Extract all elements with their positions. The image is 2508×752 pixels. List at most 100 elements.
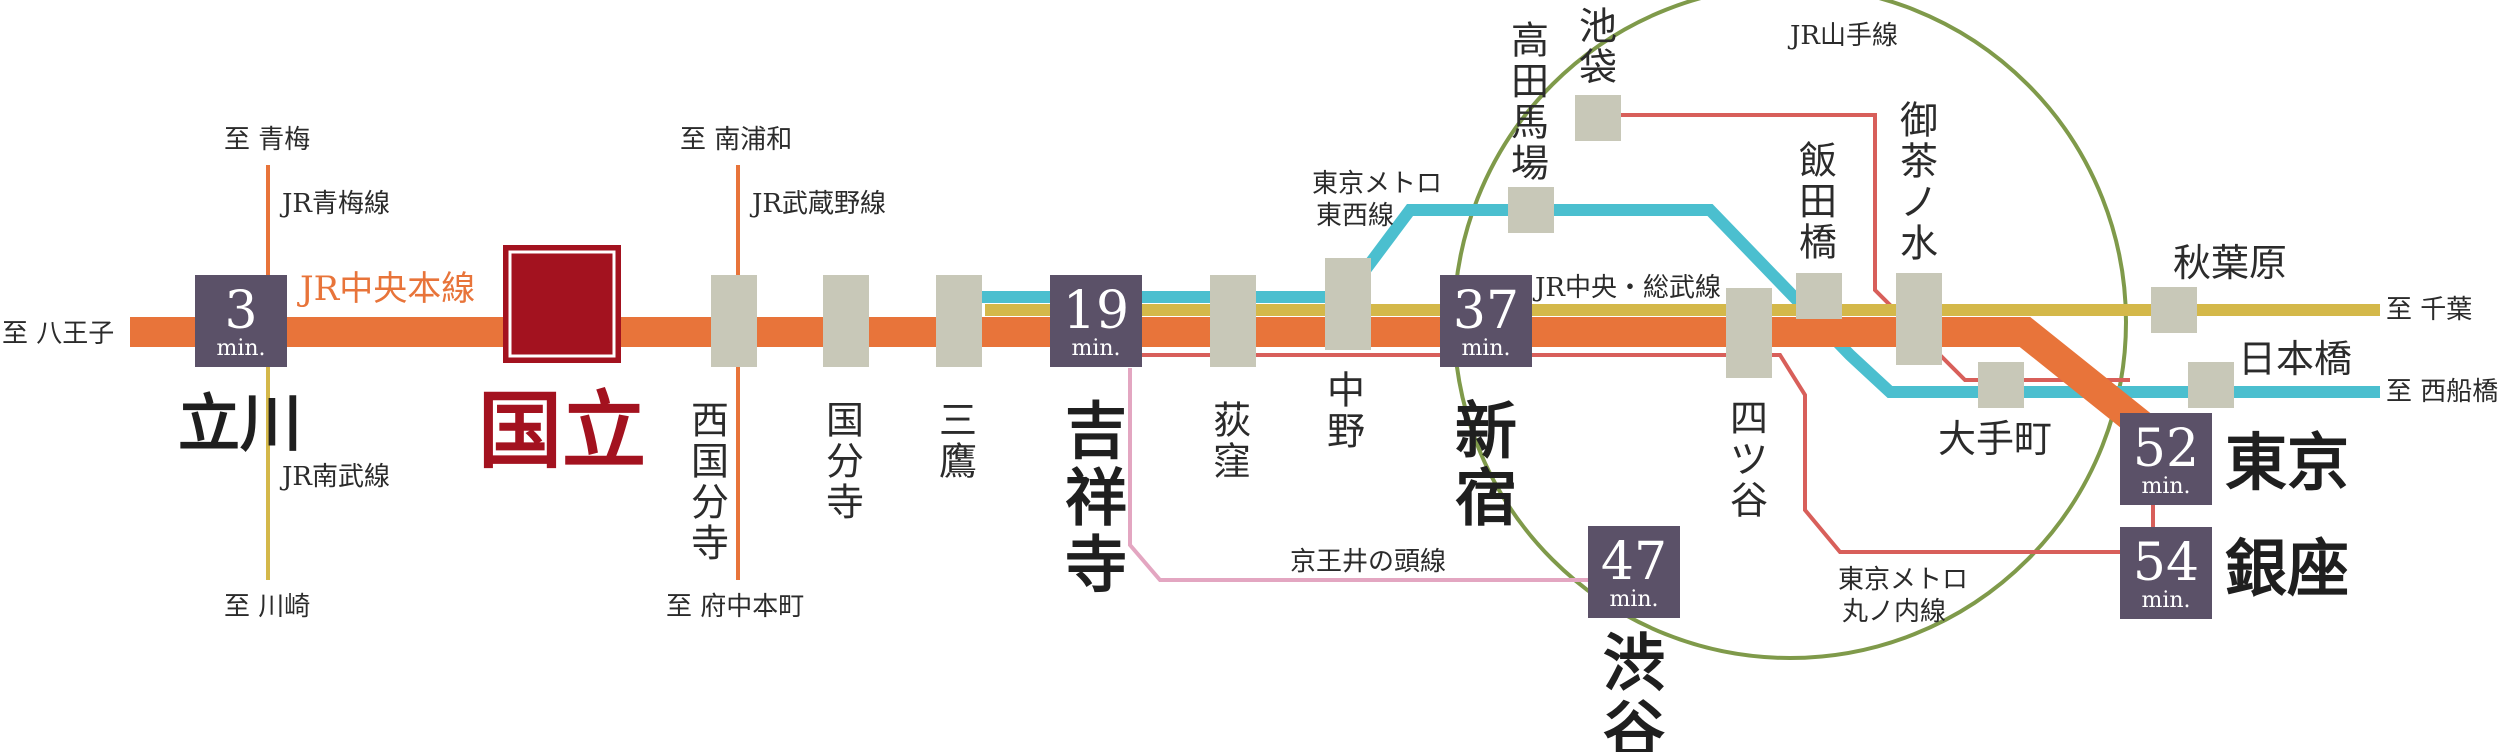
time-unit: min. [1461, 336, 1510, 361]
station-label-glyph: 御 [1900, 98, 1938, 142]
station-label-ginza: 銀座 [2225, 532, 2349, 605]
station-label-tokyo: 東京 [2225, 426, 2349, 499]
station-label-glyph: 寺 [826, 481, 864, 525]
station-label-tachikawa: 立川 [178, 387, 302, 460]
station-label-glyph: 谷 [1603, 694, 1665, 752]
station-label-glyph: 田 [1511, 59, 1549, 103]
time-box-tokyo[interactable]: 52 min. [2120, 413, 2212, 505]
direction-kawasaki: 至 川崎 [224, 592, 310, 622]
station-box-ogikubo[interactable] [1210, 275, 1256, 367]
station-label-glyph: 池 [1579, 4, 1617, 48]
station-box-nakano[interactable] [1325, 258, 1371, 350]
station-label-glyph: 荻 [1213, 398, 1251, 442]
time-box-tachikawa[interactable]: 3 min. [195, 275, 287, 367]
station-label-glyph: 西 [691, 398, 729, 442]
station-label-glyph: 谷 [1730, 479, 1768, 523]
direction-minamiurawa: 至 南浦和 [680, 125, 792, 155]
station-label-glyph: 分 [691, 481, 729, 525]
station-box-kokubunji[interactable] [823, 275, 869, 367]
station-label-glyph: 渋 [1603, 627, 1665, 700]
station-label-ogikubo: 荻窪 [1213, 398, 1251, 483]
station-label-glyph: 国 [826, 398, 864, 442]
home-station-label: 国立 [478, 381, 646, 480]
station-box-nishikokubunji[interactable] [711, 275, 757, 367]
station-box-ikebukuro[interactable] [1575, 95, 1621, 141]
station-box-otemachi[interactable] [1978, 362, 2024, 408]
chuo-main-line [130, 317, 2155, 440]
time-unit: min. [216, 336, 265, 361]
direction-nishifunabashi: 至 西船橋 [2386, 377, 2498, 407]
station-label-glyph: 水 [1900, 222, 1938, 266]
station-label-glyph: 四 [1730, 396, 1768, 440]
station-label-glyph: 寺 [691, 522, 729, 566]
station-box-takadanobaba[interactable] [1508, 187, 1554, 233]
station-box-ochanomizu[interactable] [1896, 273, 1942, 365]
line-label-chuo: JR中央本線 [297, 269, 475, 309]
time-value: 52 [2133, 419, 2199, 479]
line-label-nambu: JR南武線 [279, 462, 390, 492]
line-label-marunouchi-2: 丸ノ内線 [1842, 597, 1946, 627]
station-label-glyph: 野 [1327, 409, 1365, 453]
station-label-shibuya: 渋谷 [1603, 627, 1665, 752]
time-box-kichijoji[interactable]: 19 min. [1050, 275, 1142, 367]
time-unit: min. [1609, 587, 1658, 612]
station-label-glyph: 三 [939, 398, 977, 442]
station-box-yotsuya[interactable] [1726, 288, 1772, 378]
station-label-nakano: 中野 [1327, 368, 1365, 453]
time-box-ginza[interactable]: 54 min. [2120, 527, 2212, 619]
line-label-yamanote: JR山手線 [1787, 21, 1898, 51]
line-label-ome: JR青梅線 [279, 189, 390, 219]
station-label-iidabashi: 飯田橋 [1799, 138, 1837, 264]
station-label-shinjuku: 新宿 [1455, 395, 1517, 535]
station-box-mitaka[interactable] [936, 275, 982, 367]
station-label-glyph: 吉 [1065, 395, 1127, 468]
time-value: 3 [224, 281, 257, 341]
time-unit: min. [1071, 336, 1120, 361]
time-unit: min. [2141, 588, 2190, 613]
station-label-glyph: 新 [1455, 395, 1517, 468]
station-label-glyph: ツ [1730, 437, 1768, 481]
home-station-box-inner [508, 250, 616, 358]
station-label-nihombashi: 日本橋 [2238, 337, 2352, 381]
station-label-glyph: 茶 [1900, 139, 1938, 183]
station-label-glyph: 窪 [1213, 439, 1251, 483]
line-label-chuo-sobu: JR中央・総武線 [1532, 273, 1721, 303]
marunouchi-line [1125, 353, 2125, 554]
time-box-shinjuku[interactable]: 37 min. [1440, 275, 1532, 367]
home-station-box[interactable] [503, 245, 621, 363]
station-label-glyph: 田 [1799, 179, 1837, 223]
station-label-glyph: 飯 [1799, 138, 1837, 182]
station-label-glyph: ノ [1900, 181, 1938, 225]
station-label-glyph: 高 [1511, 18, 1549, 62]
station-box-nihombashi[interactable] [2188, 362, 2234, 408]
station-label-glyph: 分 [826, 439, 864, 483]
station-label-glyph: 国 [691, 439, 729, 483]
time-value: 54 [2133, 533, 2199, 593]
line-label-tozai-2: 東西線 [1316, 201, 1394, 231]
station-label-mitaka: 三鷹 [939, 398, 977, 483]
station-label-glyph: 寺 [1065, 528, 1127, 601]
line-label-tozai-1: 東京メトロ [1312, 169, 1442, 199]
station-label-otemachi: 大手町 [1938, 417, 2052, 461]
direction-hachioji: 至 八王子 [2, 319, 114, 349]
station-label-yotsuya: 四ツ谷 [1730, 396, 1768, 522]
keio-inokashira-line [1128, 368, 1588, 582]
station-box-iidabashi[interactable] [1796, 273, 1842, 319]
station-label-glyph: 中 [1327, 368, 1365, 412]
line-label-keio-inokashira: 京王井の頭線 [1290, 547, 1446, 577]
time-value: 47 [1601, 532, 1667, 592]
station-box-akihabara[interactable] [2151, 287, 2197, 333]
station-label-kichijoji: 吉祥寺 [1065, 395, 1127, 602]
station-label-ikebukuro: 池袋 [1579, 4, 1617, 89]
station-label-glyph: 馬 [1511, 101, 1549, 145]
station-label-glyph: 宿 [1455, 462, 1517, 535]
station-label-glyph: 橋 [1799, 221, 1837, 265]
time-unit: min. [2141, 474, 2190, 499]
station-label-glyph: 祥 [1065, 462, 1127, 535]
time-box-shibuya[interactable]: 47 min. [1588, 526, 1680, 618]
time-value: 37 [1453, 281, 1519, 341]
